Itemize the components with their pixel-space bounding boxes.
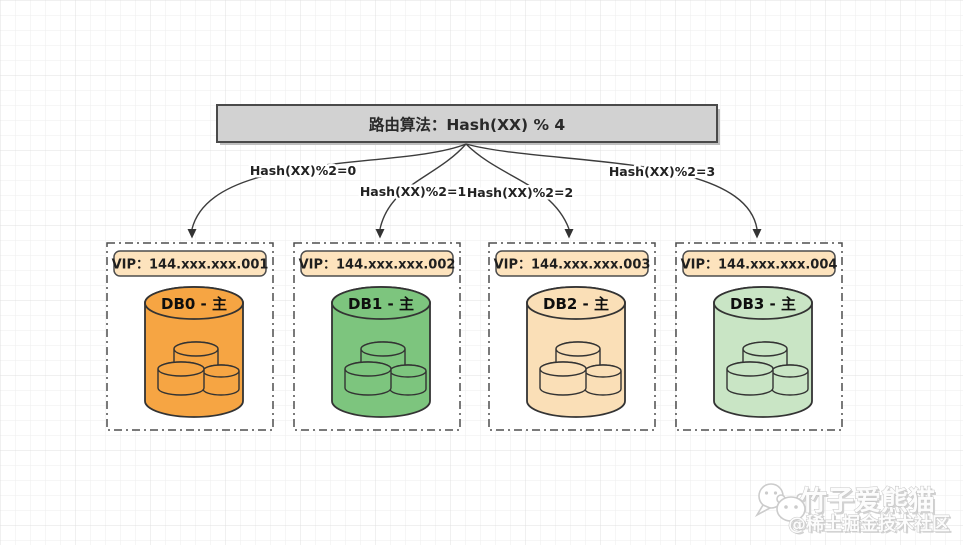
vip-label: VIP：144.xxx.xxx.002 xyxy=(299,258,456,273)
cylinder-top xyxy=(713,286,813,320)
watermark-community: @稀土掘金技术社区 xyxy=(788,513,950,535)
watermark-community-shadow: @稀土掘金技术社区 xyxy=(790,515,952,537)
watermark-title-shadow: 竹子爱熊猫 xyxy=(801,487,937,519)
cylinder-top xyxy=(526,286,626,320)
vip-badge xyxy=(300,250,454,277)
watermark-title: 竹子爱熊猫 xyxy=(799,485,935,517)
router-label: 路由算法：Hash(XX) % 4 xyxy=(369,115,566,134)
vip-label: VIP：144.xxx.xxx.003 xyxy=(494,258,651,273)
arrowhead-icon xyxy=(564,229,574,239)
arrowhead-icon xyxy=(752,229,762,239)
edge-path-2 xyxy=(465,143,570,230)
inner-databases-icon xyxy=(344,341,427,396)
router-box-rect xyxy=(216,104,718,143)
db-label: DB0 - 主 xyxy=(161,295,227,313)
edge-path-1 xyxy=(379,143,467,230)
edge-label-0: Hash(XX)%2=0 xyxy=(250,163,357,178)
db-cylinder xyxy=(526,286,626,418)
inner-databases-icon xyxy=(157,341,240,396)
vip-badge xyxy=(682,250,836,277)
db-cylinder xyxy=(331,286,431,418)
inner-databases-icon xyxy=(726,341,809,396)
shard-group-db0: VIP：144.xxx.xxx.001 DB0 - 主 xyxy=(106,242,274,431)
shard-group-db2: VIP：144.xxx.xxx.003 DB2 - 主 xyxy=(488,242,656,431)
shard-group-db3: VIP：144.xxx.xxx.004 DB3 - 主 xyxy=(675,242,843,431)
watermark: 竹子爱熊猫 竹子爱熊猫 @稀土掘金技术社区 @稀土掘金技术社区 xyxy=(754,483,952,537)
router-box: 路由算法：Hash(XX) % 4 xyxy=(216,104,720,145)
db-cylinder xyxy=(144,286,244,418)
vip-label: VIP：144.xxx.xxx.001 xyxy=(112,258,269,273)
arrowhead-icon xyxy=(187,229,197,239)
arrowhead-icon xyxy=(375,229,385,239)
shard-group-db1: VIP：144.xxx.xxx.002 DB1 - 主 xyxy=(293,242,461,431)
cylinder-top xyxy=(144,286,244,320)
inner-databases-icon xyxy=(539,341,622,396)
edge-label-1: Hash(XX)%2=1 xyxy=(360,184,466,199)
cylinder-top xyxy=(331,286,431,320)
edge-label-3: Hash(XX)%2=3 xyxy=(609,164,715,179)
edge-label-2: Hash(XX)%2=2 xyxy=(467,185,573,200)
routing-arrows: Hash(XX)%2=0 Hash(XX)%2=1 Hash(XX)%2=2 H… xyxy=(187,143,762,239)
db-cylinder xyxy=(713,286,813,418)
db-label: DB3 - 主 xyxy=(730,295,796,313)
db-label: DB2 - 主 xyxy=(543,295,609,313)
vip-badge xyxy=(113,250,267,277)
vip-label: VIP：144.xxx.xxx.004 xyxy=(681,258,838,273)
edge-path-0 xyxy=(191,143,467,230)
vip-badge xyxy=(495,250,649,277)
edge-path-3 xyxy=(465,143,758,230)
db-label: DB1 - 主 xyxy=(348,295,414,313)
panda-icon xyxy=(754,483,806,522)
